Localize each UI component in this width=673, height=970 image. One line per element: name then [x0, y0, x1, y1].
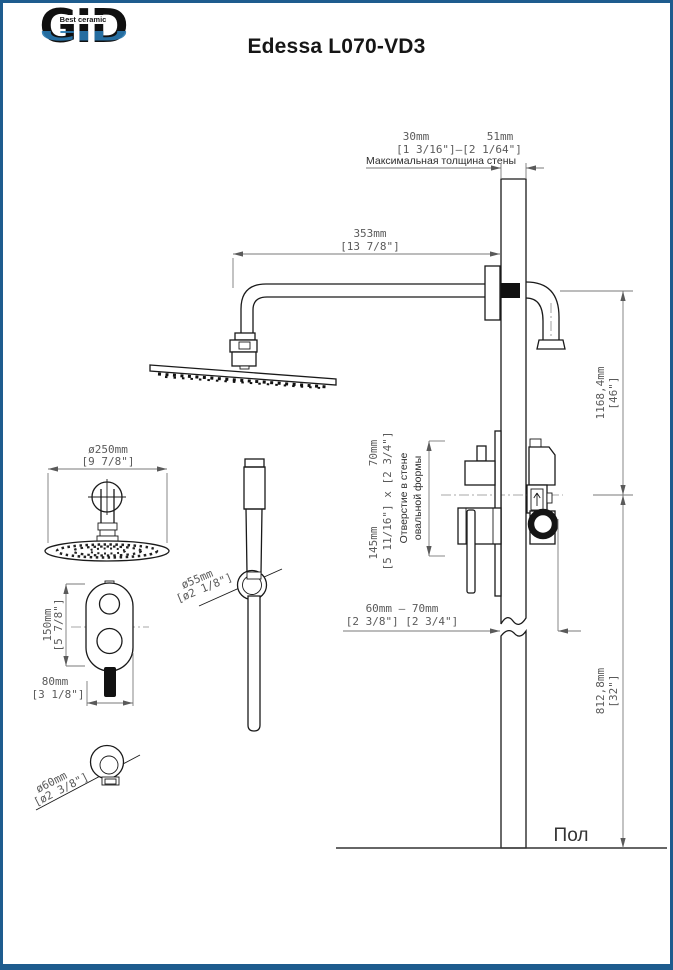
dim-hole-h: 145mm — [367, 526, 380, 559]
dim-head-inch: [9 7/8"] — [82, 455, 135, 468]
hole-note-1: Отверстие в стене — [398, 452, 410, 543]
dim-outlet-diameter: ø60mm [ø2 3/8"] — [32, 769, 91, 809]
rain-head-side — [149, 332, 337, 389]
mixer-plate-view: 150mm [5 7/8"] 80mm [3 1/8"] — [32, 580, 149, 706]
dim-embedment-depth: 60mm — 70mm [2 3/8"] [2 3/4"] — [343, 602, 581, 634]
technical-drawing: Пол 30mm 51mm [1 3/16"]—[2 1/64"] Максим… — [32, 130, 667, 849]
hand-shower: ø55mm [ø2 1/8"] — [174, 458, 283, 732]
dim-arm-inch: [13 7/8"] — [340, 240, 400, 253]
wall-note: Максимальная толщина стены — [366, 155, 516, 167]
dim-hole-inch: [5 11/16"] x [2 3/4"] — [381, 431, 394, 570]
dim-upper-mm: 1168,4mm — [594, 366, 607, 419]
dim-wall-thickness: 30mm 51mm [1 3/16"]—[2 1/64"] Максимальн… — [366, 130, 544, 179]
dim-plate-w-inch: [3 1/8"] — [32, 688, 85, 701]
dim-hole-w: 70mm — [367, 439, 380, 466]
floor: Пол — [336, 825, 667, 849]
dim-depth-inch: [2 3/8"] [2 3/4"] — [346, 615, 459, 628]
dim-arm-length: 353mm [13 7/8"] — [232, 227, 500, 288]
wall-section — [500, 178, 527, 849]
brand-logo: GID Best ceramic GID — [33, 0, 133, 61]
dim-wall-hole: 145mm 70mm [5 11/16"] x [2 3/4"] Отверст… — [367, 431, 445, 571]
mixer-side-view — [441, 430, 563, 631]
dim-upper-inch: [46"] — [607, 376, 620, 409]
dim-wall-max: 51mm — [487, 130, 514, 143]
floor-label: Пол — [554, 825, 589, 846]
dim-holder-diameter: ø55mm [ø2 1/8"] — [174, 567, 234, 606]
dim-heights: 1168,4mm [46"] 812,8mm [32"] — [560, 290, 633, 848]
dim-lower-inch: [32"] — [607, 674, 620, 707]
concealed-supply-pipe — [525, 281, 566, 350]
hole-note-2: овальной формы — [412, 456, 424, 540]
dim-plate-h-inch: [5 7/8"] — [52, 599, 65, 652]
dim-depth-mm: 60mm — 70mm — [366, 602, 439, 615]
dim-plate-h-mm: 150mm — [41, 608, 54, 641]
dim-lower-mm: 812,8mm — [594, 667, 607, 714]
brand-name: GID — [39, 0, 128, 53]
dim-arm-mm: 353mm — [353, 227, 386, 240]
overhead-shower-view: ø250mm [9 7/8"] — [44, 443, 170, 562]
dim-plate-w-mm: 80mm — [42, 675, 69, 688]
shower-arm — [240, 265, 520, 336]
dim-wall-inch: [1 3/16"]—[2 1/64"] — [396, 143, 522, 156]
brand-tagline: Best ceramic — [56, 15, 110, 24]
outlet-elbow-view: ø60mm [ø2 3/8"] — [32, 744, 141, 811]
dim-wall-min: 30mm — [403, 130, 430, 143]
page-title: Edessa L070-VD3 — [247, 35, 426, 58]
dim-head-mm: ø250mm — [88, 443, 128, 456]
